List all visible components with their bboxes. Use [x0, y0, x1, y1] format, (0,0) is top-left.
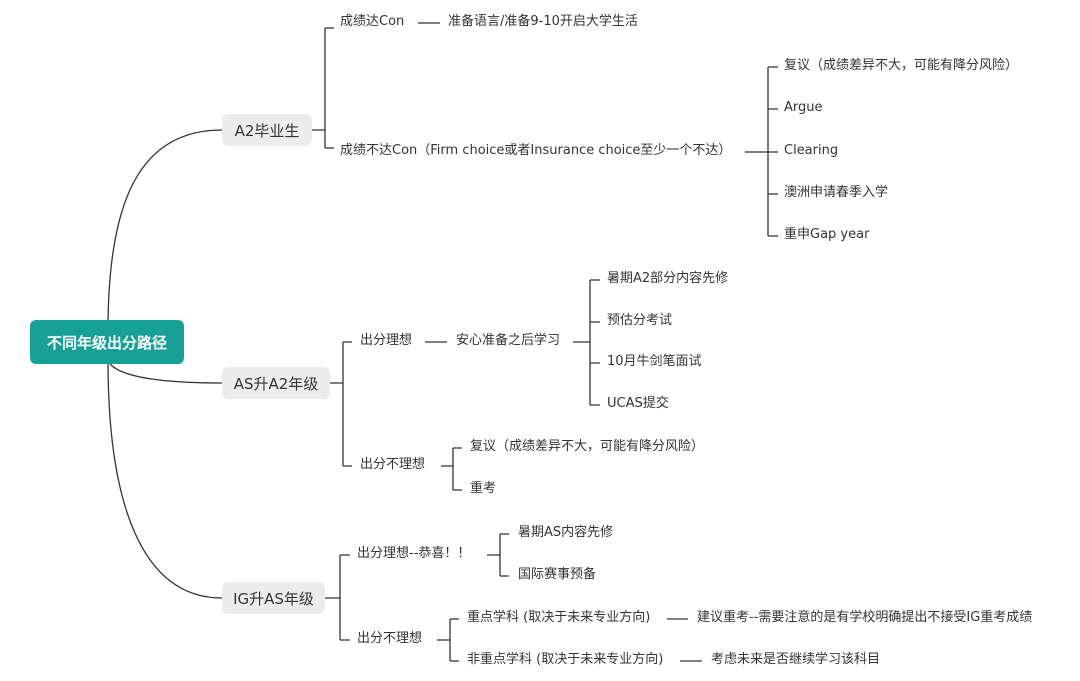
node-as-good-item[interactable]: UCAS提交	[607, 396, 669, 411]
connector-root-a2	[107, 129, 223, 331]
node-a2-fail[interactable]: 成绩不达Con（Firm choice或者Insurance choice至少一…	[340, 143, 732, 158]
node-a2-fail-option[interactable]: 复议（成绩差异不大，可能有降分风险）	[784, 58, 1019, 73]
connector-ig-bracket	[325, 554, 350, 641]
node-a2-ok-result[interactable]: 准备语言/准备9-10开启大学生活	[448, 14, 638, 29]
node-as-good-item[interactable]: 10月牛剑笔面试	[607, 354, 702, 369]
node-ig-nonkey-advice[interactable]: 考虑未来是否继续学习该科目	[711, 652, 881, 667]
node-as-good-item[interactable]: 暑期A2部分内容先修	[607, 271, 729, 286]
node-as-bad[interactable]: 出分不理想	[360, 457, 426, 472]
node-a2-fail-option[interactable]: Clearing	[784, 143, 839, 158]
connector-a2-fail-bracket	[745, 66, 778, 237]
node-as-bad-item[interactable]: 重考	[470, 481, 497, 496]
connector-ig-bad-bracket	[437, 618, 459, 662]
node-ig-bad[interactable]: 出分不理想	[357, 631, 423, 646]
node-ig-good[interactable]: 出分理想--恭喜！！	[357, 546, 471, 561]
node-as-good-next[interactable]: 安心准备之后学习	[456, 333, 561, 348]
node-a2-fail-option[interactable]: 重申Gap year	[784, 227, 870, 242]
connector-a2-bracket	[312, 27, 334, 149]
node-ig-key-subject[interactable]: 重点学科 (取决于未来专业方向)	[467, 610, 651, 625]
node-a2-ok[interactable]: 成绩达Con	[340, 14, 405, 29]
connector-as-bracket	[330, 341, 352, 467]
connector-as-good-bracket	[573, 279, 600, 406]
node-ig-good-item[interactable]: 国际赛事预备	[518, 567, 597, 582]
connector-root-ig	[107, 359, 223, 599]
node-ig-to-as[interactable]: IG升AS年级	[222, 582, 325, 614]
node-a2-fail-option[interactable]: Argue	[784, 100, 823, 115]
node-as-bad-item[interactable]: 复议（成绩差异不大，可能有降分风险）	[470, 439, 705, 454]
node-ig-nonkey-subject[interactable]: 非重点学科 (取决于未来专业方向)	[467, 652, 664, 667]
connector-ig-good-bracket	[487, 533, 509, 577]
node-as-good-item[interactable]: 预估分考试	[607, 313, 673, 328]
node-a2-graduate[interactable]: A2毕业生	[222, 114, 312, 146]
node-ig-good-item[interactable]: 暑期AS内容先修	[518, 525, 614, 540]
root-node[interactable]: 不同年级出分路径	[30, 320, 184, 364]
node-as-to-a2[interactable]: AS升A2年级	[222, 367, 330, 399]
connector-as-bad-bracket	[441, 447, 462, 491]
node-ig-key-advice[interactable]: 建议重考--需要注意的是有学校明确提出不接受IG重考成绩	[697, 610, 1033, 625]
node-a2-fail-option[interactable]: 澳洲申请春季入学	[784, 185, 889, 200]
node-as-good[interactable]: 出分理想	[360, 333, 413, 348]
